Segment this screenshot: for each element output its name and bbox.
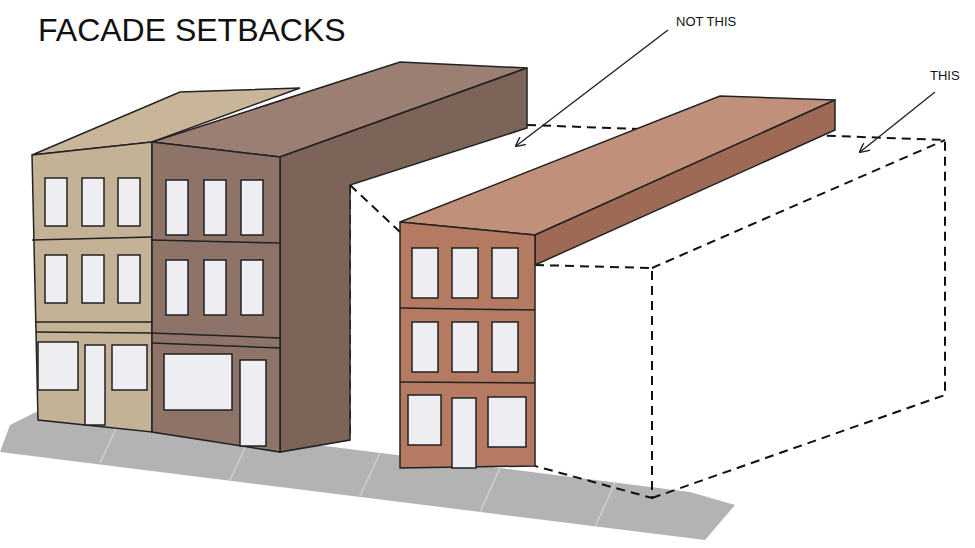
window <box>492 248 518 298</box>
window <box>85 345 105 425</box>
floor-bands <box>32 237 535 383</box>
orange-facade <box>400 222 535 468</box>
window <box>204 180 226 235</box>
window <box>452 248 478 298</box>
window <box>45 255 67 303</box>
window <box>82 178 104 226</box>
window <box>118 255 140 303</box>
window <box>408 395 441 445</box>
sidewalk <box>0 410 735 540</box>
orange-roof-edge <box>535 100 835 265</box>
callout-label: THIS <box>930 68 960 83</box>
diagram-title: FACADE SETBACKS <box>38 12 346 49</box>
window <box>112 345 147 390</box>
callout-label: NOT THIS <box>676 14 736 29</box>
window <box>166 260 188 315</box>
window <box>45 178 67 226</box>
window <box>412 322 438 372</box>
window <box>164 354 232 410</box>
window <box>488 397 526 447</box>
window <box>241 260 263 315</box>
window <box>204 260 226 315</box>
window <box>118 178 140 226</box>
window <box>452 322 478 372</box>
leader-arrow <box>860 92 935 152</box>
window <box>82 255 104 303</box>
tan-facade <box>32 142 152 432</box>
leader-arrow <box>516 30 668 146</box>
window <box>412 248 438 298</box>
windows <box>38 178 526 468</box>
window <box>166 180 188 235</box>
window <box>240 360 266 446</box>
window <box>452 398 476 468</box>
window <box>492 322 518 372</box>
window <box>38 342 78 390</box>
window <box>241 180 263 235</box>
brown-facade <box>152 142 280 452</box>
